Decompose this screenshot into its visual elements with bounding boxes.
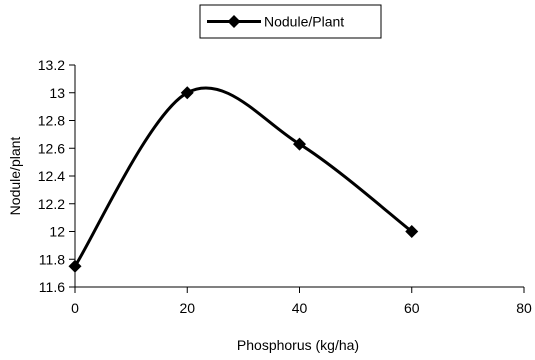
- legend-diamond-marker: [227, 15, 241, 28]
- y-tick-label: 11.8: [39, 251, 65, 267]
- y-tick-label: 12.2: [38, 196, 65, 212]
- x-tick-label: 40: [292, 300, 308, 316]
- y-tick-label: 12.6: [38, 140, 65, 156]
- y-axis-ticks: 11.6 11.8 12 12.2 12.4 12.6 12.8 13 13.2: [38, 57, 75, 295]
- x-axis-ticks: 0 20 40 60 80: [71, 287, 532, 316]
- y-axis-title: Nodule/plant: [7, 137, 23, 216]
- x-tick-label: 60: [404, 300, 420, 316]
- data-point-marker: [405, 225, 419, 238]
- y-tick-label: 13: [49, 85, 65, 101]
- y-tick-label: 13.2: [38, 57, 65, 73]
- data-point-marker: [68, 259, 82, 273]
- y-tick-label: 12.8: [38, 113, 65, 129]
- legend: Nodule/Plant: [199, 4, 382, 39]
- x-axis-title: Phosphorus (kg/ha): [237, 337, 359, 353]
- x-tick-label: 0: [71, 300, 79, 316]
- y-tick-label: 11.6: [39, 279, 65, 295]
- data-point-marker: [180, 86, 194, 100]
- y-tick-label: 12.4: [38, 168, 65, 184]
- x-tick-label: 80: [516, 300, 532, 316]
- series-line-nodule-plant: [73, 86, 413, 268]
- y-tick-label: 12: [49, 224, 65, 240]
- legend-label: Nodule/Plant: [264, 14, 344, 30]
- data-point-marker: [293, 137, 306, 151]
- x-tick-label: 20: [179, 300, 195, 316]
- series-markers: [68, 86, 419, 273]
